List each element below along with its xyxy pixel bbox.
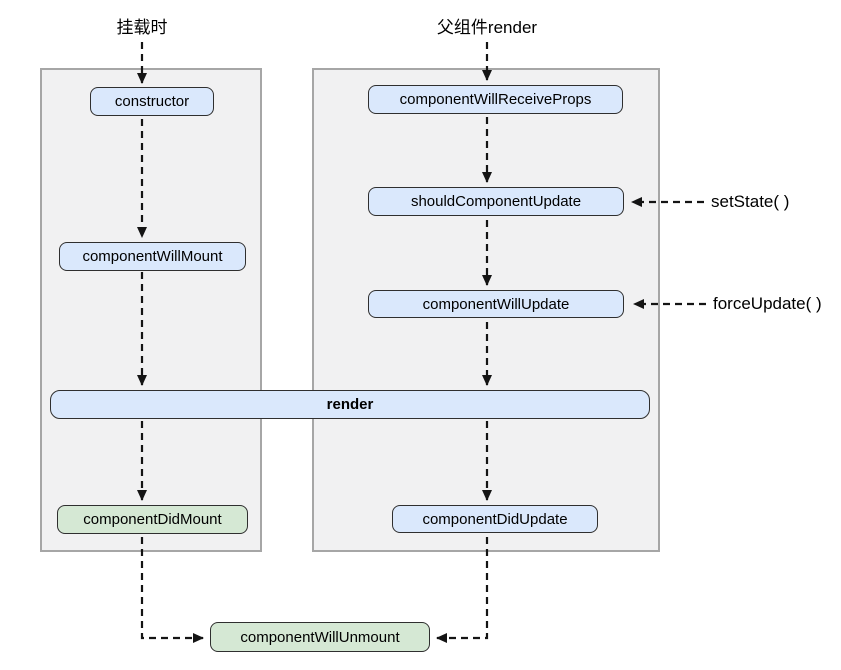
node-component-will-unmount: componentWillUnmount [210,622,430,652]
node-component-will-update: componentWillUpdate [368,290,624,318]
node-constructor: constructor [90,87,214,116]
node-should-component-update: shouldComponentUpdate [368,187,624,216]
arrow-didupdate-to-willunmount [436,537,489,643]
parent-render-label: 父组件render [436,18,538,37]
node-component-did-mount: componentDidMount [57,505,248,534]
mount-phase-panel [40,68,262,552]
node-component-did-update: componentDidUpdate [392,505,598,533]
mount-phase-label: 挂载时 [116,18,168,37]
node-render: render [50,390,650,419]
arrow-didmount-to-willunmount [140,537,204,643]
set-state-label: setState( ) [711,192,790,211]
node-component-will-receive-props: componentWillReceiveProps [368,85,623,114]
force-update-label: forceUpdate( ) [713,294,822,313]
node-component-will-mount: componentWillMount [59,242,246,271]
